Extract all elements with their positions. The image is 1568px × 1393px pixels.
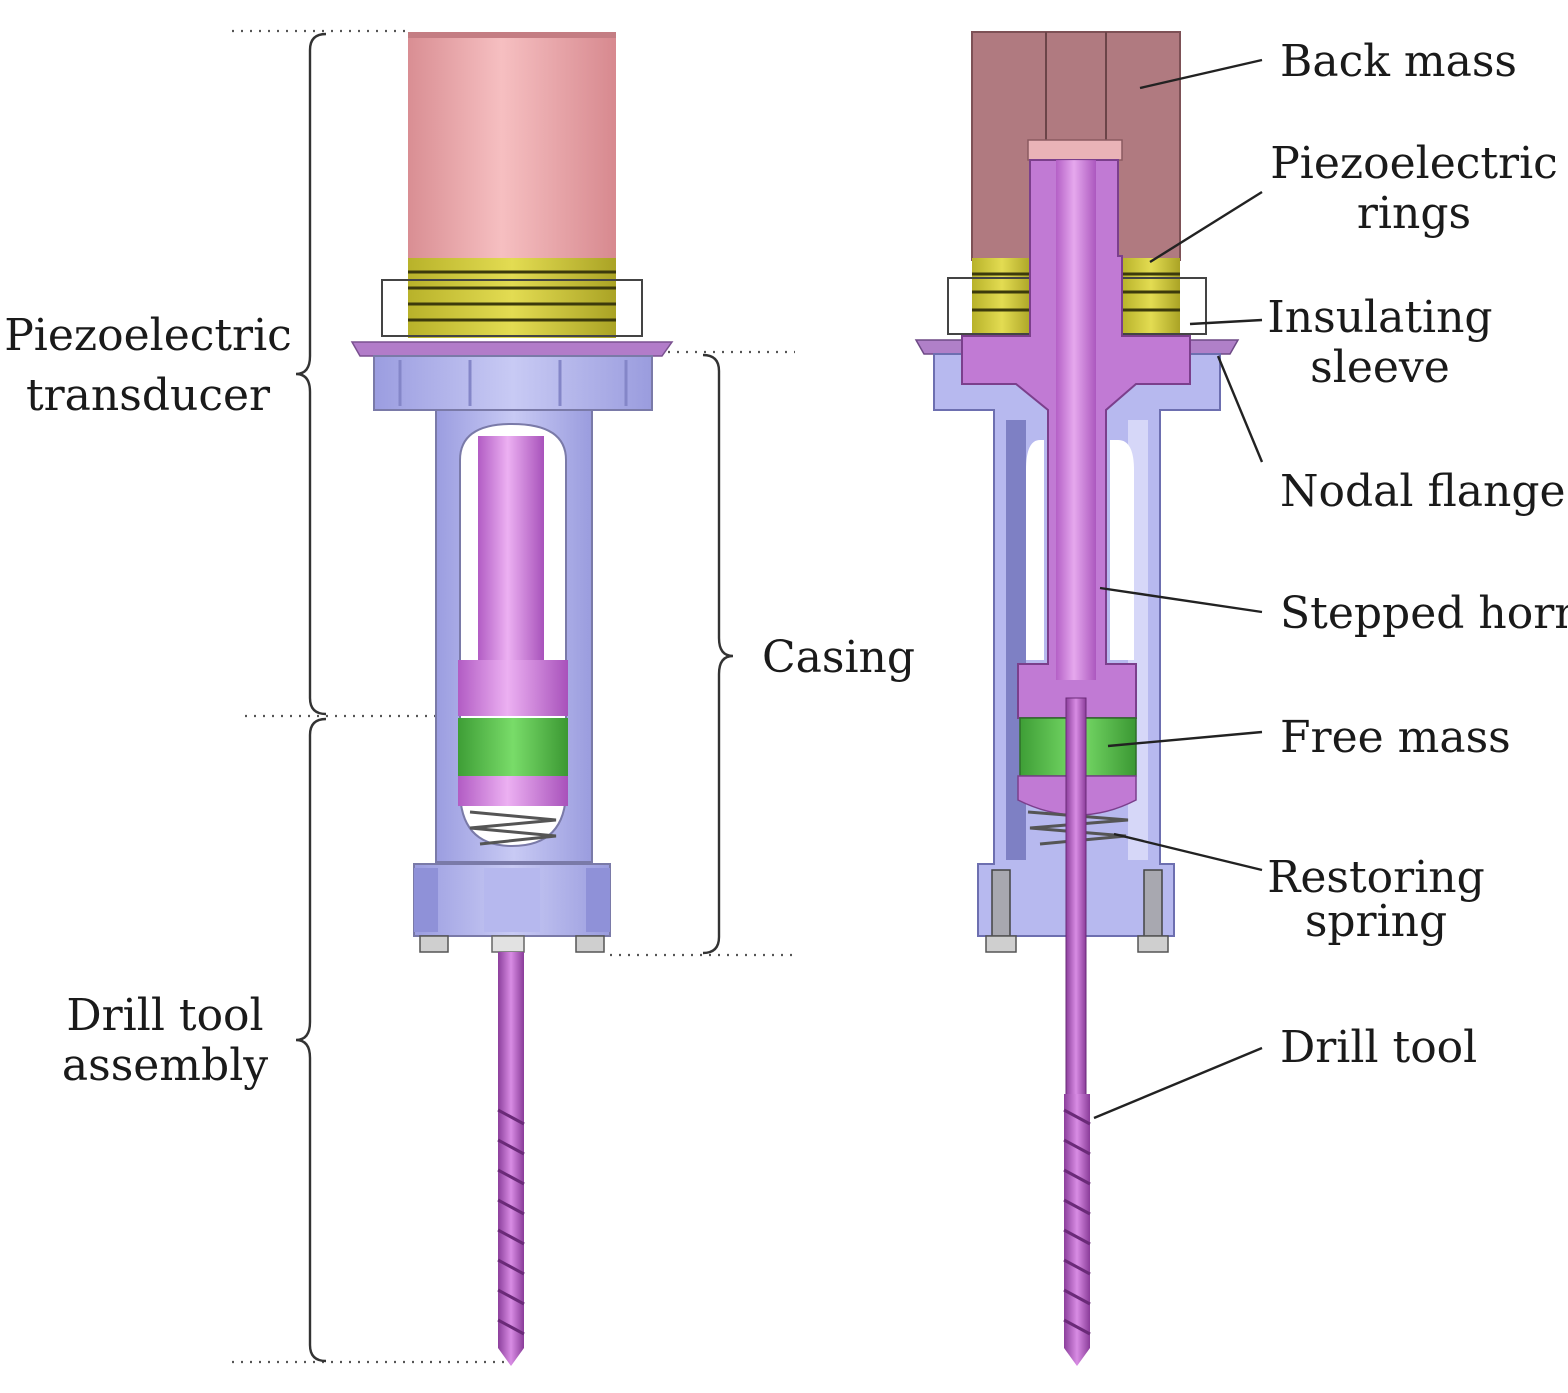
- brace-transducer: [295, 32, 327, 716]
- brace-drill-assembly: [295, 717, 327, 1363]
- piezo-rings-section: [972, 258, 1180, 334]
- horn-exterior: [478, 436, 544, 660]
- free-mass-exterior: [458, 718, 568, 776]
- drill-flutes-section: [1063, 1094, 1091, 1366]
- label-piezoelectric-transducer-1: Piezoelectric: [4, 310, 292, 361]
- label-free-mass: Free mass: [1280, 712, 1511, 763]
- restoring-spring-section: [1027, 810, 1129, 846]
- flange-exterior: [350, 341, 674, 357]
- label-drill-tool-assembly-1: Drill tool: [66, 990, 263, 1041]
- section-assembly: [914, 31, 1240, 1366]
- label-piezoelectric-rings-1: Piezoelectric: [1270, 138, 1558, 189]
- drill-flutes-exterior: [497, 1094, 525, 1366]
- label-restoring-spring-1: Restoring: [1267, 852, 1485, 903]
- label-stepped-horn: Stepped horn: [1280, 588, 1568, 639]
- exterior-assembly: [350, 32, 674, 1366]
- piezo-rings-exterior: [408, 258, 616, 338]
- back-mass-exterior: [408, 32, 616, 260]
- label-nodal-flange: Nodal flange: [1280, 466, 1566, 517]
- label-drill-tool-assembly-2: assembly: [62, 1040, 268, 1091]
- leader-lines: [1093, 58, 1264, 1120]
- label-piezoelectric-transducer-2: transducer: [26, 370, 271, 421]
- left-annotation-guides: [232, 29, 795, 1364]
- drill-shank-section: [1065, 697, 1087, 1099]
- brace-casing: [702, 353, 734, 955]
- label-drill-tool: Drill tool: [1280, 1022, 1477, 1073]
- label-restoring-spring-2: spring: [1305, 896, 1447, 947]
- label-back-mass: Back mass: [1280, 36, 1517, 87]
- drill-shank-exterior: [498, 952, 524, 1094]
- insulating-sleeve-exterior: [381, 279, 643, 337]
- label-casing: Casing: [762, 632, 915, 683]
- label-insulating-sleeve-1: Insulating: [1267, 292, 1492, 343]
- label-piezoelectric-rings-2: rings: [1357, 188, 1471, 239]
- label-insulating-sleeve-2: sleeve: [1310, 342, 1450, 393]
- spring-exterior: [469, 810, 557, 846]
